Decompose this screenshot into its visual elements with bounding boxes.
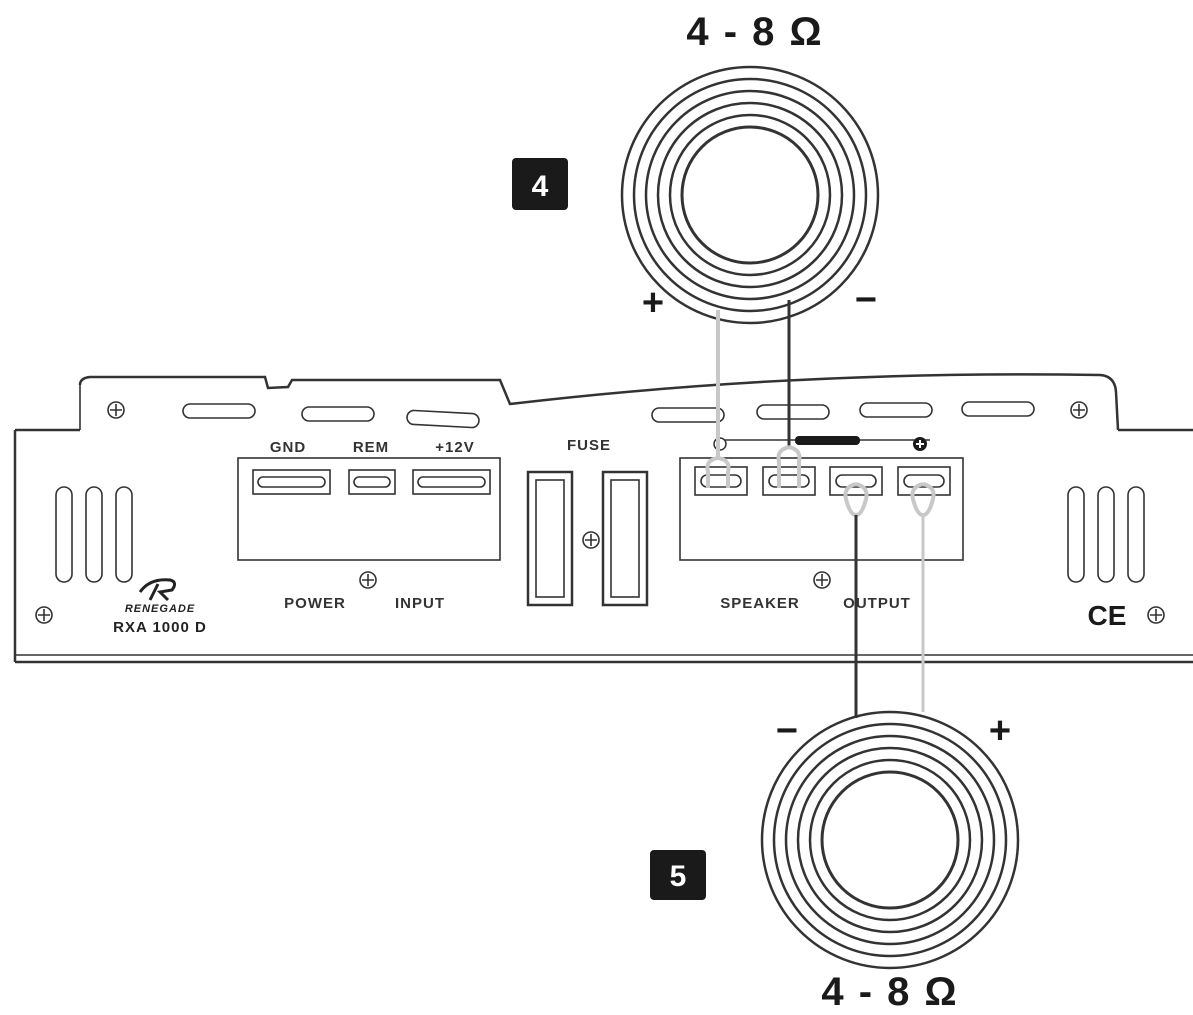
- bottom-speaker-plus-label: +: [989, 710, 1011, 752]
- top-speaker-wires: [705, 300, 802, 488]
- bottom-speaker-impedance: 4 - 8 Ω: [821, 970, 958, 1014]
- top-speaker-plus-label: +: [642, 282, 664, 324]
- power-label: POWER: [284, 595, 346, 612]
- ce-mark: CE: [1088, 600, 1127, 631]
- top-speaker-impedance: 4 - 8 Ω: [686, 10, 823, 54]
- step-badge-4: 4: [512, 158, 568, 210]
- speaker-output-block: [679, 436, 964, 561]
- speaker-label: SPEAKER: [720, 595, 800, 612]
- svg-text:5: 5: [670, 860, 687, 893]
- bottom-speaker-wires: [843, 482, 936, 718]
- bottom-speaker: [760, 710, 1020, 970]
- plus12v-terminal-label: +12V: [435, 439, 474, 456]
- input-label: INPUT: [395, 595, 445, 612]
- output-label: OUTPUT: [843, 595, 911, 612]
- model-label: RXA 1000 D: [113, 619, 207, 636]
- rem-terminal-label: REM: [353, 439, 389, 456]
- amplifier-body: [13, 373, 1193, 664]
- gnd-terminal-label: GND: [270, 439, 306, 456]
- svg-text:4: 4: [532, 170, 549, 203]
- top-speaker: [620, 65, 880, 325]
- fuse-block: [526, 470, 649, 607]
- power-input-block: [237, 457, 501, 561]
- bottom-speaker-minus-label: −: [776, 710, 798, 752]
- svg-text:RENEGADE: RENEGADE: [125, 603, 195, 615]
- fuse-label: FUSE: [567, 437, 611, 454]
- brand-logo: RENEGADE: [125, 578, 195, 615]
- step-badge-5: 5: [650, 850, 706, 900]
- top-speaker-minus-label: −: [855, 279, 877, 321]
